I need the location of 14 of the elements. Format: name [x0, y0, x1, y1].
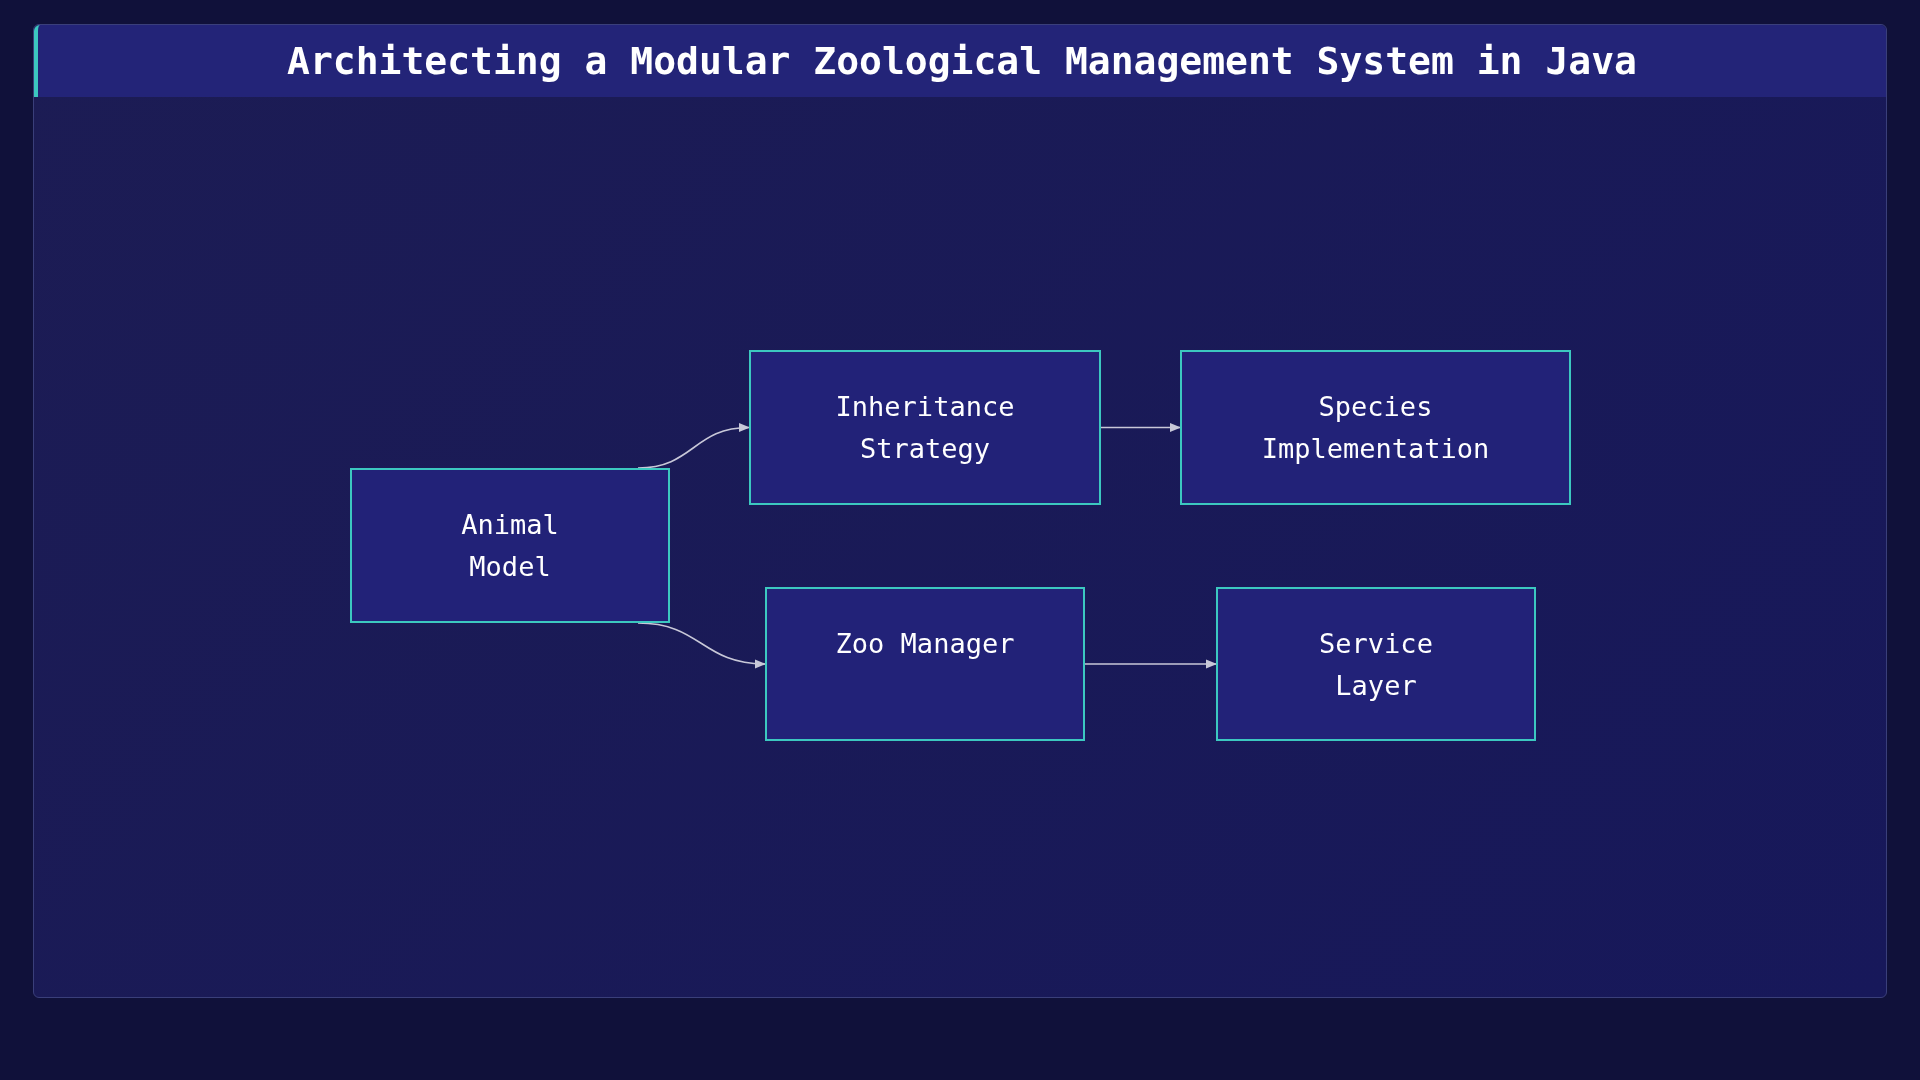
arrow	[1084, 659, 1218, 669]
diagram-title: Architecting a Modular Zoological Management System in Java	[287, 39, 1637, 83]
process-box	[749, 350, 1101, 505]
process-box	[350, 468, 670, 623]
process-box	[1180, 350, 1571, 505]
box-label: Zoo Manager	[835, 627, 1015, 661]
box-label: Animal Model	[460, 508, 560, 584]
arrow	[637, 423, 751, 469]
process-box	[1216, 587, 1536, 741]
box-label: Service Layer	[1318, 627, 1434, 703]
process-box	[765, 587, 1085, 741]
box-label: Species Implementation	[1260, 390, 1491, 466]
arrow	[1100, 423, 1182, 432]
box-label: Inheritance Strategy	[834, 390, 1016, 466]
